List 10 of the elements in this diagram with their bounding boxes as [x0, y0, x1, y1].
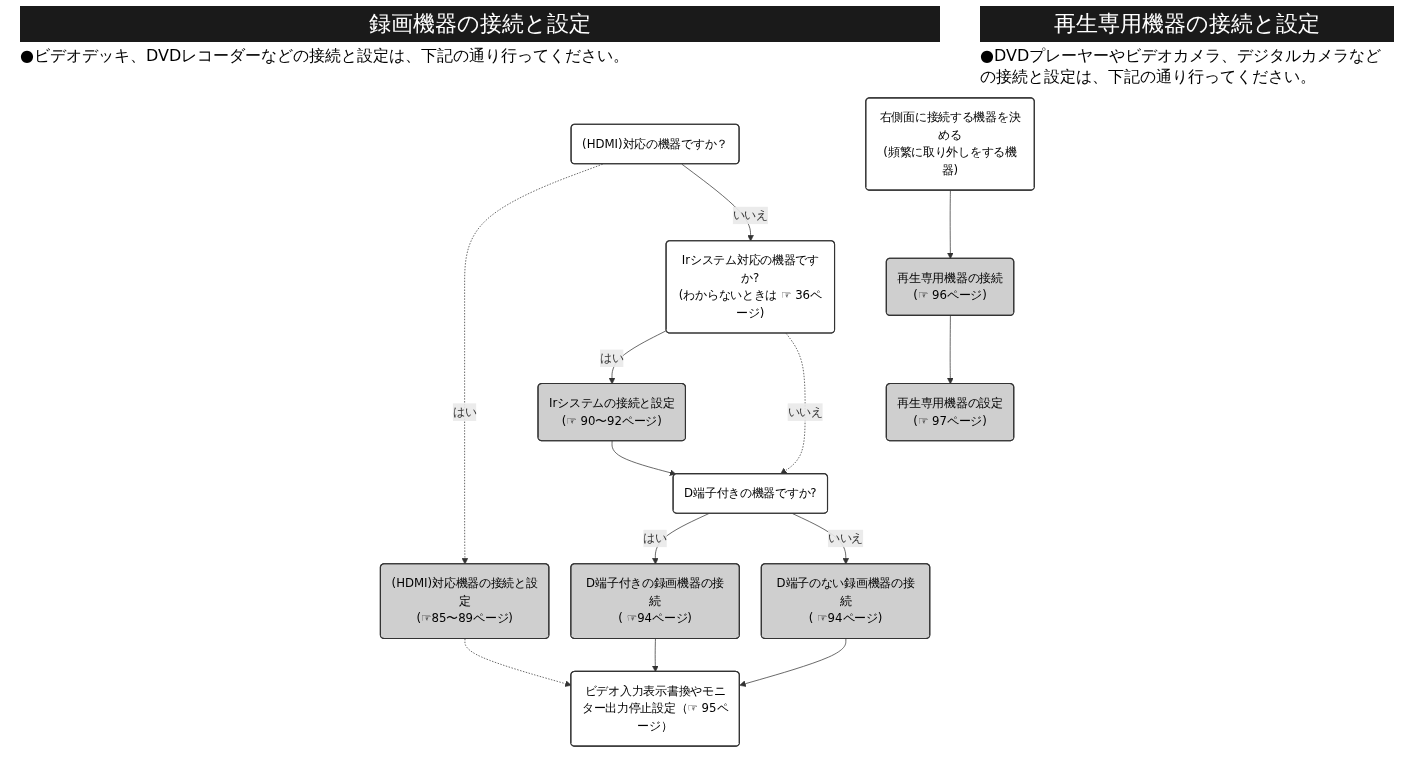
edge-label: はい	[452, 404, 477, 419]
section-header: 録画機器の接続と設定	[20, 6, 940, 42]
section-header: 再生専用機器の接続と設定	[980, 6, 1394, 42]
edge-label: はい	[599, 350, 624, 365]
edge-label: はい	[643, 531, 667, 546]
edge-label: いいえ	[787, 404, 823, 419]
edge-label: いいえ	[732, 208, 768, 223]
description-text: ●ビデオデッキ、DVDレコーダーなどの接続と設定は、下記の通り行ってください。	[20, 46, 631, 67]
description-text: ●DVDプレーヤーやビデオカメラ、デジタルカメラなどの接続と設定は、下記の通り行ってください。	[980, 46, 1383, 88]
edge-label: いいえ	[827, 531, 863, 546]
